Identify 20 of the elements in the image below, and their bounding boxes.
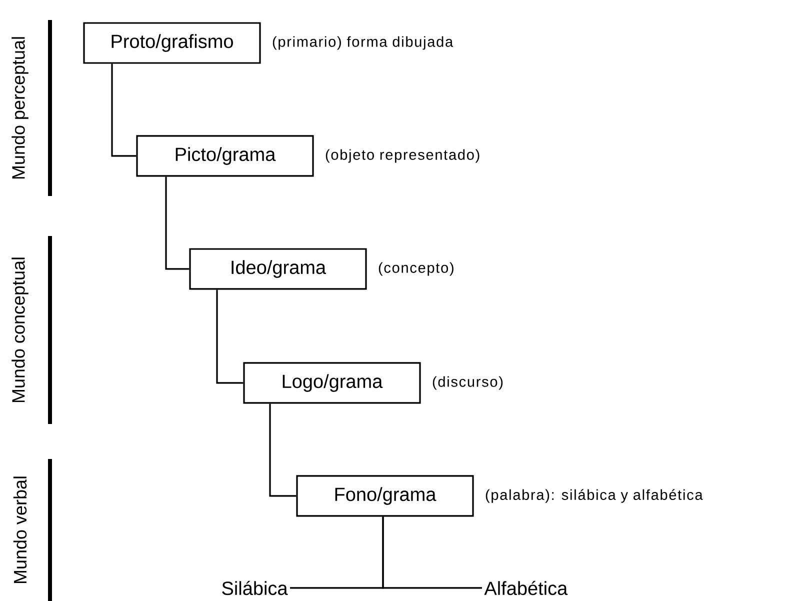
node-annotation: (discurso) bbox=[432, 376, 503, 390]
process-box: Logo/grama bbox=[243, 362, 421, 404]
process-box: Proto/grafismo bbox=[83, 22, 261, 64]
node-annotation: (concepto) bbox=[378, 262, 454, 276]
process-box: Fono/grama bbox=[296, 475, 474, 517]
node-annotation: (primario) forma dibujada bbox=[272, 36, 454, 50]
group-label: Mundo perceptual bbox=[12, 37, 28, 179]
connector-line bbox=[111, 64, 136, 157]
node-annotation: (palabra): silábica y alfabética bbox=[486, 489, 703, 503]
connector-line bbox=[165, 176, 190, 270]
process-box: Ideo/grama bbox=[189, 248, 367, 290]
group-label: Mundo verbal bbox=[13, 476, 27, 584]
connector-line bbox=[269, 404, 296, 497]
process-box: Picto/grama bbox=[136, 135, 314, 177]
connector-line bbox=[216, 290, 244, 384]
branch-label: Silábica bbox=[222, 580, 288, 596]
group-label: Mundo conceptual bbox=[12, 258, 28, 402]
node-annotation: (objeto representado) bbox=[326, 149, 480, 163]
branch-label: Alfabética bbox=[484, 580, 568, 596]
connector-line bbox=[382, 516, 482, 589]
